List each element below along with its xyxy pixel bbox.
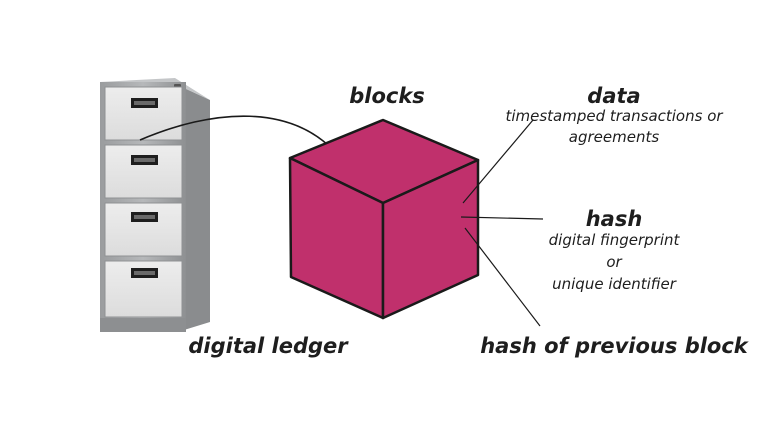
- hash-pointer-line: [460, 216, 544, 220]
- hash-of-previous-block-label: hash of previous block: [480, 334, 748, 358]
- hash-description-line1: digital fingerprint: [548, 231, 680, 249]
- data-description-line1: timestamped transactions or: [505, 107, 723, 125]
- cube-right-face: [381, 158, 480, 320]
- curved-arrow: [139, 115, 344, 163]
- hash-description-line2: or: [606, 253, 622, 271]
- data-pointer-line: [462, 119, 534, 204]
- cabinet-drawer: [104, 260, 183, 318]
- hash-description-line3: unique identifier: [552, 275, 676, 293]
- filing-cabinet-icon: [100, 78, 210, 332]
- cabinet-drawer: [104, 202, 183, 257]
- hash-label: hash: [585, 207, 643, 231]
- cabinet-drawer: [104, 144, 183, 199]
- blocks-label: blocks: [349, 84, 425, 108]
- cabinet-drawer: [104, 86, 183, 141]
- cabinet-side: [184, 88, 210, 330]
- block-cube-icon: [288, 118, 480, 320]
- prev-hash-pointer-line: [464, 227, 541, 327]
- cabinet-base: [100, 318, 186, 332]
- data-description-line2: agreements: [568, 128, 660, 146]
- digital-ledger-label: digital ledger: [188, 334, 348, 358]
- data-label: data: [587, 84, 641, 108]
